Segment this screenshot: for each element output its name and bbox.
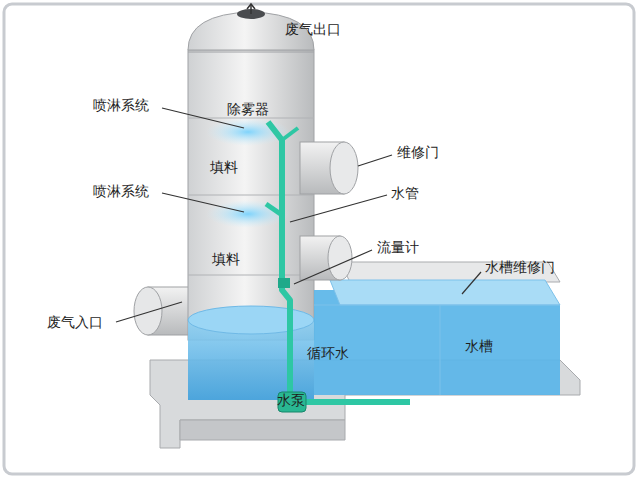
part-label: 填料	[211, 251, 241, 267]
label-anchor: 喷淋系统	[92, 96, 150, 114]
label-anchor: 水槽	[464, 337, 494, 355]
part-label: 喷淋系统	[92, 97, 150, 113]
label-anchor: 填料	[211, 250, 241, 268]
label-anchor: 水管	[390, 184, 420, 202]
part-label: 废气出口	[284, 21, 342, 37]
label-anchor: 流量计	[376, 238, 420, 256]
part-label: 流量计	[376, 239, 420, 255]
part-label: 水泵	[276, 392, 306, 408]
label-anchor: 除雾器	[226, 100, 270, 118]
part-label: 填料	[209, 159, 239, 175]
part-label: 废气入口	[46, 314, 104, 330]
part-label: 水管	[390, 185, 420, 201]
part-label: 维修门	[396, 144, 440, 160]
part-label: 水槽	[464, 338, 494, 354]
part-label: 循环水	[306, 345, 350, 361]
label-anchor: 维修门	[396, 143, 440, 161]
label-anchor: 喷淋系统	[92, 182, 150, 200]
label-anchor: 水槽维修门	[484, 258, 556, 276]
label-anchor: 填料	[209, 158, 239, 176]
label-anchor: 废气出口	[284, 20, 342, 38]
part-label: 除雾器	[226, 101, 270, 117]
label-anchor: 废气入口	[46, 313, 104, 331]
label-anchor: 循环水	[306, 344, 350, 362]
part-label: 喷淋系统	[92, 183, 150, 199]
label-anchor: 水泵	[276, 391, 306, 409]
part-label: 水槽维修门	[484, 259, 556, 275]
